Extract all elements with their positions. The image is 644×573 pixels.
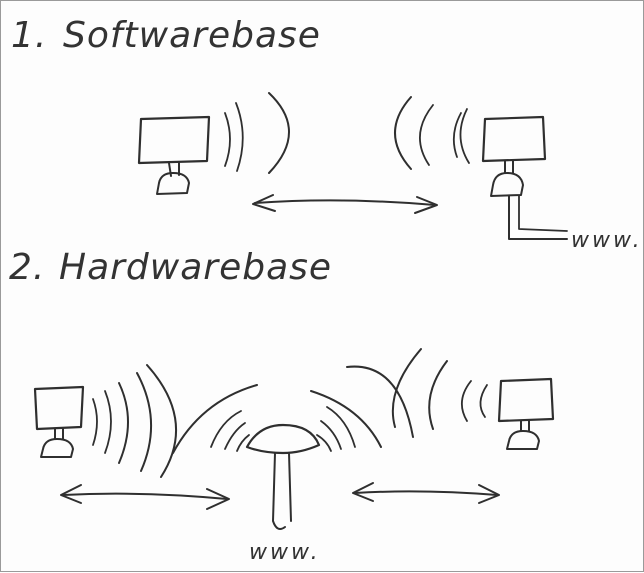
section-2-access-point-icon — [245, 423, 321, 530]
section-2-heading: 2. Hardwarebase — [9, 247, 332, 288]
section-2-computer-right-icon — [497, 377, 555, 450]
section-2-wifi-left-icon — [92, 364, 178, 478]
section-2-wifi-right-icon — [346, 348, 488, 438]
section-1-wifi-left-icon — [224, 92, 290, 174]
section-1-www-label: www. — [571, 228, 643, 253]
section-1-heading: 1. Softwarebase — [11, 15, 321, 56]
section-2-number: 2. — [9, 247, 45, 288]
section-2-www-label: www. — [249, 540, 321, 565]
section-1-computer-right-icon — [481, 115, 568, 240]
section-1-wifi-right-icon — [394, 96, 470, 170]
section-2-wifi-center-icon — [172, 384, 382, 454]
section-2-double-arrow-left-icon — [60, 484, 230, 510]
section-1-double-arrow-icon — [252, 194, 438, 214]
section-2-title: Hardwarebase — [59, 247, 332, 288]
section-2-computer-left-icon — [33, 385, 85, 458]
section-1-title: Softwarebase — [63, 15, 321, 56]
section-1-number: 1. — [11, 15, 47, 56]
section-1-computer-left-icon — [137, 115, 211, 195]
section-2-double-arrow-right-icon — [352, 482, 500, 504]
